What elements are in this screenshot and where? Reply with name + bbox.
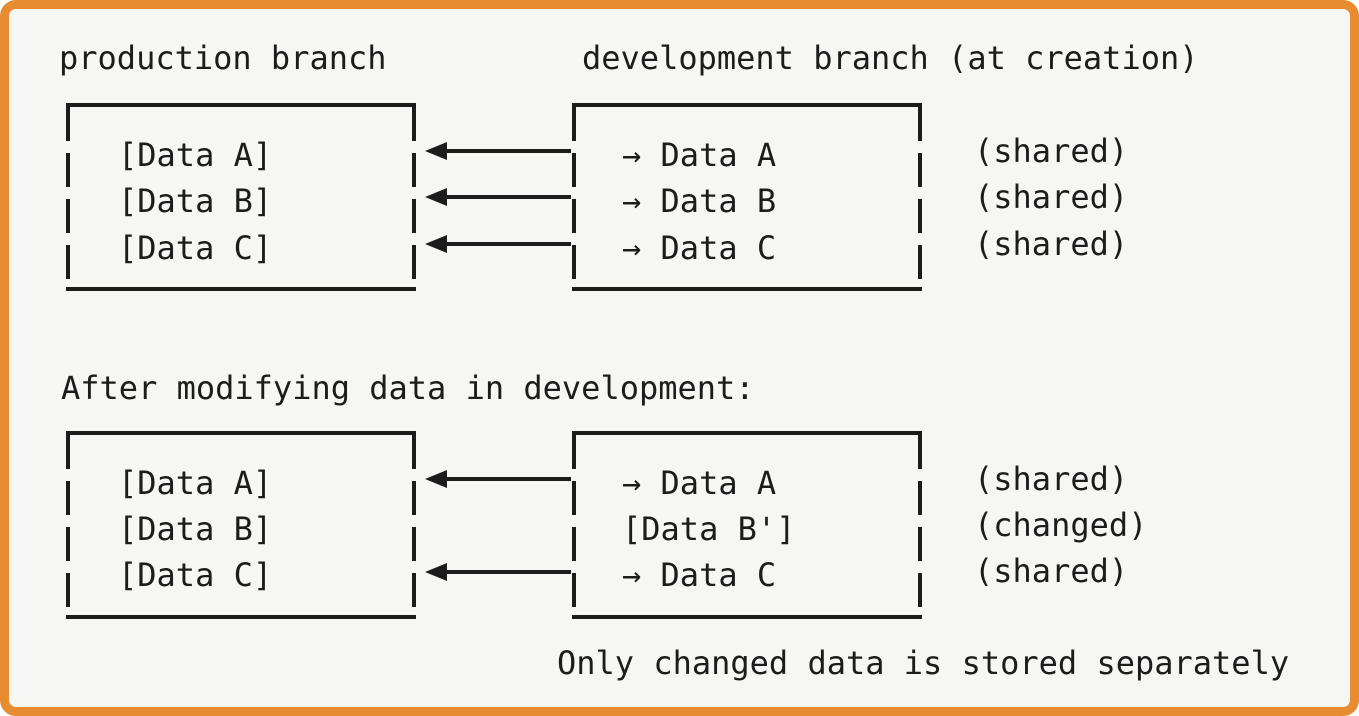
arrow-head	[425, 235, 447, 253]
data-row: → Data A	[622, 136, 777, 174]
data-row: [Data C]	[118, 556, 273, 594]
arrow-head	[425, 142, 447, 160]
left-arrow-icon	[425, 465, 571, 493]
arrow-shaft	[445, 242, 571, 246]
dashed-border-left	[66, 435, 70, 615]
row-annotation: (shared)	[974, 552, 1129, 590]
dashed-border-left	[572, 435, 576, 615]
dashed-border-right	[412, 107, 416, 287]
row-annotation: (shared)	[974, 178, 1129, 216]
arrow-shaft	[445, 570, 571, 574]
row-annotation: (shared)	[974, 225, 1129, 263]
row-annotation: (shared)	[974, 132, 1129, 170]
production-box-initial: [Data A] [Data B] [Data C]	[66, 103, 416, 291]
data-row: [Data B]	[118, 510, 273, 548]
arrow-head	[425, 470, 447, 488]
data-row: → Data C	[622, 556, 777, 594]
row-annotation: (changed)	[974, 506, 1148, 544]
arrow-shaft	[445, 195, 571, 199]
arrow-head	[425, 188, 447, 206]
production-branch-title: production branch	[59, 39, 387, 77]
left-arrow-icon	[425, 558, 571, 586]
data-row: [Data C]	[118, 229, 273, 267]
production-box-after: [Data A] [Data B] [Data C]	[66, 431, 416, 619]
data-row: [Data A]	[118, 136, 273, 174]
left-arrow-icon	[425, 230, 571, 258]
data-row: → Data C	[622, 229, 777, 267]
data-row: [Data A]	[118, 464, 273, 502]
development-branch-title: development branch (at creation)	[582, 39, 1199, 77]
left-arrow-icon	[425, 137, 571, 165]
dashed-border-left	[572, 107, 576, 287]
footer-note: Only changed data is stored separately	[557, 644, 1290, 682]
data-row: → Data B	[622, 182, 777, 220]
row-annotation: (shared)	[974, 460, 1129, 498]
arrow-head	[425, 563, 447, 581]
development-box-initial: → Data A → Data B → Data C	[572, 103, 922, 291]
left-arrow-icon	[425, 183, 571, 211]
data-row: [Data B]	[118, 182, 273, 220]
after-modifying-heading: After modifying data in development:	[61, 369, 755, 407]
arrow-shaft	[445, 477, 571, 481]
data-row: → Data A	[622, 464, 777, 502]
dashed-border-left	[66, 107, 70, 287]
data-row: [Data B']	[622, 510, 796, 548]
dashed-border-right	[918, 435, 922, 615]
dashed-border-right	[412, 435, 416, 615]
arrow-shaft	[445, 149, 571, 153]
dashed-border-right	[918, 107, 922, 287]
development-box-after: → Data A [Data B'] → Data C	[572, 431, 922, 619]
